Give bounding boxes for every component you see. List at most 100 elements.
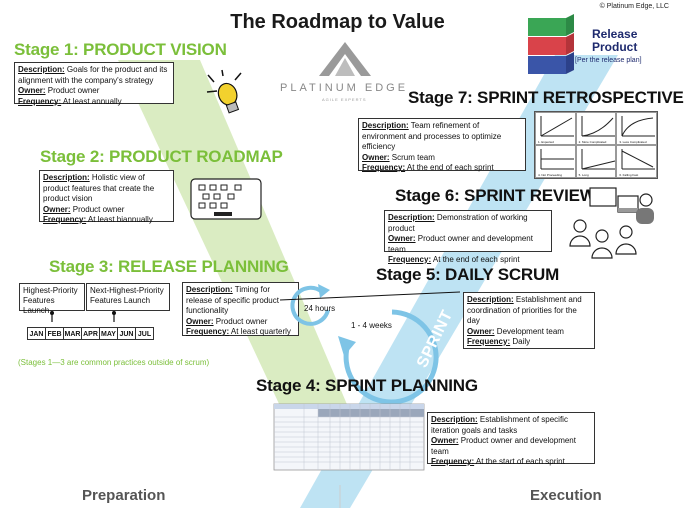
stage-5-description: Establishment and coordination of priori… [467,295,582,325]
stage-1-frequency: At least annually [62,96,122,106]
stage-5-owner-label: Owner: [467,326,495,336]
sprint-review-meeting-icon [569,187,654,259]
stage-4-frequency-label: Frequency: [431,457,475,466]
stage-5-title: Stage 5: DAILY SCRUM [376,265,560,284]
stage-3-frequency: At least quarterly [230,327,291,336]
stage-7-description: Team refinement of environment and proce… [362,121,502,151]
stage-5-box: Description: Establishment and coordinat… [463,292,595,349]
stage-3-owner-label: Owner: [186,316,214,326]
stage-3-owner: Product owner [215,316,268,326]
retro-cell-label: 3. Less Complicated [619,140,647,144]
retro-cell-label: 4. Not Proceeding [538,173,563,177]
release-title: Release Product [592,28,637,54]
retro-cell: 5. Long [575,145,617,178]
stage-3-title: Stage 3: RELEASE PLANNING [49,257,289,276]
release-plan-connectors [50,311,116,322]
stage-6-description-label: Description: [388,213,435,222]
retro-cell-label: 6. Falling Fast [619,173,639,177]
stage-2-description-label: Description: [43,173,90,182]
release-product-icon [528,14,574,74]
retro-cell-label: 2. More Complicated [578,140,607,144]
retro-cell: 4. Not Proceeding [535,145,576,178]
month-jul: JUL [135,327,154,340]
stage-7-owner-label: Owner: [362,152,390,162]
stage-2-title: Stage 2: PRODUCT ROADMAP [40,147,283,166]
stages-note: (Stages 1—3 are common practices outside… [18,358,210,367]
page-title: The Roadmap to Value [230,11,445,33]
stage-5-description-label: Description: [467,295,514,304]
stage-4-owner: Product owner and development team [431,436,576,456]
stage-7-owner: Scrum team [391,152,435,162]
stage-2-owner-label: Owner: [43,204,71,214]
stage-1-owner-label: Owner: [18,86,46,95]
stage-4-box: Description: Establishment of specific i… [427,412,595,466]
retro-cell: 3. Less Complicated [616,112,657,145]
stage-5-frequency: Daily [512,337,531,346]
stage-5-frequency-label: Frequency: [467,337,511,346]
release-plan-highest: Highest-Priority Features Launch [19,283,85,315]
retro-cell: 1. Expected [535,112,576,145]
stage-4-owner-label: Owner: [431,436,459,445]
stage-5-owner: Development team [496,326,564,336]
stage-6-frequency: At the end of each sprint [432,255,520,264]
cycle-sprint-length: 1 - 4 weeks [351,321,392,330]
stage-7-description-label: Description: [362,121,409,130]
stage-7-title: Stage 7: SPRINT RETROSPECTIVE [408,88,684,107]
stage-4-description-label: Description: [431,415,478,424]
stage-7-frequency-label: Frequency: [362,163,406,172]
retro-cell-label: 1. Expected [538,140,554,144]
retrospective-chart-grid: 1. Expected 2. More Complicated 3. Less … [534,111,658,179]
month-may: MAY [99,327,118,340]
month-jun: JUN [117,327,136,340]
stage-4-title: Stage 4: SPRINT PLANNING [256,376,478,395]
stage-6-box: Description: Demonstration of working pr… [384,210,552,264]
stage-2-frequency: At least biannually [87,215,153,224]
stage-7-frequency: At the end of each sprint [406,163,494,172]
stage-1-owner: Product owner [47,86,100,95]
stage-2-frequency-label: Frequency: [43,215,87,224]
release-note: [Per the release plan] [575,57,642,64]
stage-1-description-label: Description: [18,65,65,74]
release-title-line1: Release [592,27,638,41]
stage-1-description: Goals for the product and its alignment … [18,65,168,85]
roadmap-board-icon [190,178,262,220]
stage-3-frequency-label: Frequency: [186,327,230,336]
stage-3-description-label: Description: [186,285,233,294]
footer-execution: Execution [530,487,602,504]
sprint-backlog-spreadsheet-icon [273,403,425,471]
sprint-cycle-arrow-icon [279,284,461,405]
lightbulb-icon [206,69,242,114]
retro-cell-label: 5. Long [578,173,589,177]
month-feb: FEB [45,327,64,340]
stage-4-frequency: At the start of each sprint [475,457,565,466]
footer-preparation: Preparation [82,487,166,504]
month-apr: APR [81,327,100,340]
cycle-24-hours: 24 hours [304,304,336,313]
stage-6-owner-label: Owner: [388,234,416,243]
stage-6-description: Demonstration of working product [388,213,528,233]
stage-1-box: Description: Goals for the product and i… [14,62,174,106]
platinum-edge-logo-icon [319,42,371,76]
stage-2-owner: Product owner [72,204,125,214]
stage-6-owner: Product owner and development team [388,234,533,254]
stage-1-frequency-label: Frequency: [18,96,62,106]
retro-cell: 2. More Complicated [575,112,617,145]
stage-6-title: Stage 6: SPRINT REVIEW [395,186,596,205]
logo-tagline: AGILE EXPERTS [322,97,367,102]
stage-2-box: Description: Holistic view of product fe… [39,170,174,224]
stage-1-title: Stage 1: PRODUCT VISION [14,40,227,59]
copyright: © Platinum Edge, LLC [599,3,669,10]
month-mar: MAR [63,327,82,340]
stage-6-frequency-label: Frequency: [388,255,432,264]
retro-cell: 6. Falling Fast [616,145,657,178]
release-title-line2: Product [592,40,638,54]
stage-2-description: Holistic view of product features that c… [43,173,155,203]
stage-7-box: Description: Team refinement of environm… [358,118,526,172]
logo-name: PLATINUM EDGE [280,82,409,94]
month-jan: JAN [27,327,46,340]
release-plan-next: Next-Highest-Priority Features Launch [86,283,170,311]
stage-4-description: Establishment of specific iteration goal… [431,415,568,435]
stage-3-description: Timing for release of specific product f… [186,285,279,315]
stage-3-box: Description: Timing for release of speci… [182,282,299,336]
